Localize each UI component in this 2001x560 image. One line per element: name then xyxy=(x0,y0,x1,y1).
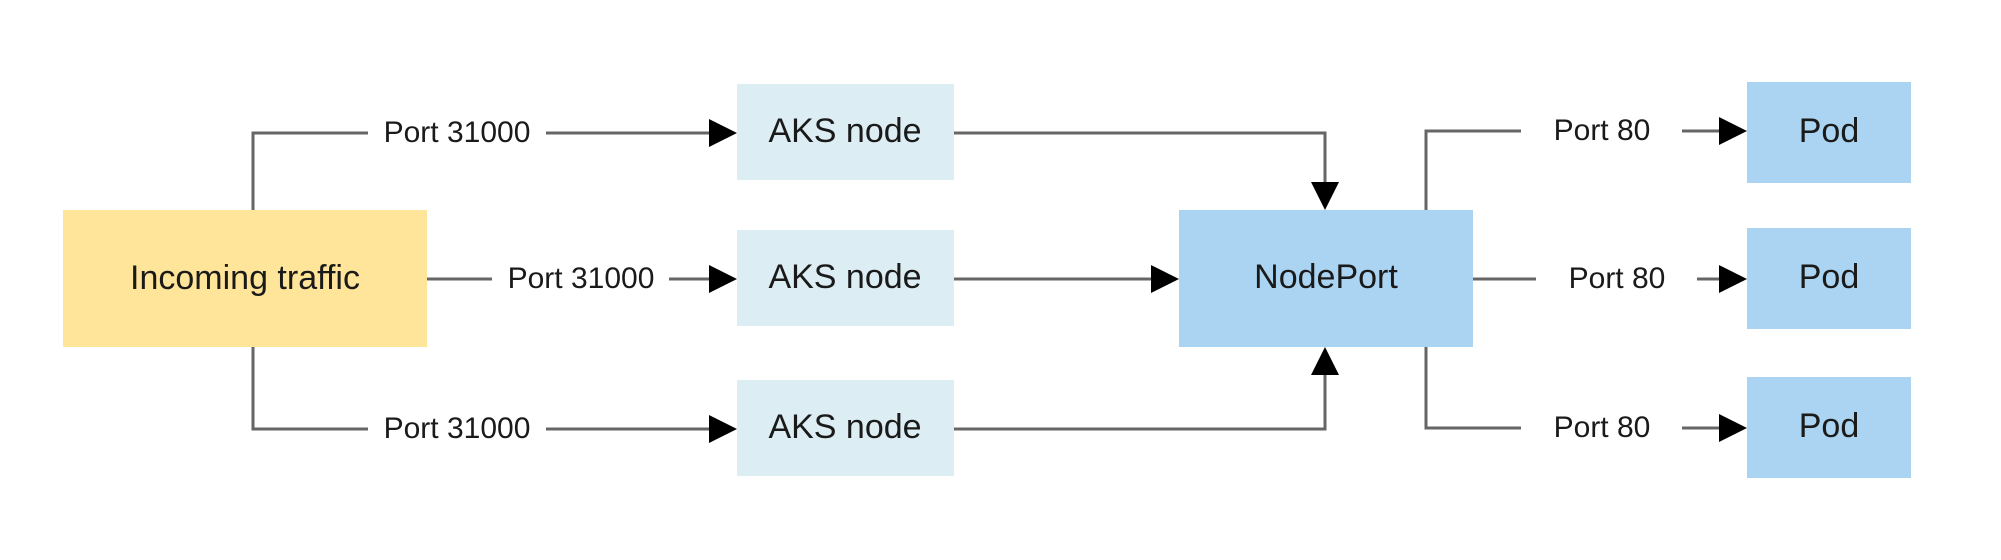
edge-label-port-80-bottom: Port 80 xyxy=(1554,411,1651,444)
node-aks-node-3-shape[interactable] xyxy=(737,380,954,476)
node-aks-node-1[interactable]: AKS node xyxy=(737,84,954,180)
edge-line xyxy=(954,369,1327,431)
node-pod-1[interactable]: Pod xyxy=(1747,82,1911,183)
edge-aks-node-3-to-nodeport xyxy=(954,347,1339,431)
arrow-head-icon xyxy=(709,415,737,443)
edge-label-backdrop xyxy=(1537,262,1697,296)
edge-incoming-to-aks-node-1: Port 31000 xyxy=(251,116,737,210)
edge-label-port-31000-bottom: Port 31000 xyxy=(384,412,531,445)
edge-nodeport-to-pod-3: Port 80 xyxy=(1424,347,1747,445)
edge-label-backdrop xyxy=(493,262,669,296)
node-aks-node-3[interactable]: AKS node xyxy=(737,380,954,476)
arrow-head-icon xyxy=(1719,414,1747,442)
node-pod-1-shape[interactable] xyxy=(1747,82,1911,183)
edge-label-port-31000-middle: Port 31000 xyxy=(508,262,655,295)
edge-label-backdrop xyxy=(370,116,546,150)
edge-line xyxy=(954,131,1327,188)
node-pod-1-label: Pod xyxy=(1799,112,1860,150)
node-aks-node-1-shape[interactable] xyxy=(737,84,954,180)
arrow-head-icon xyxy=(1719,265,1747,293)
node-pod-2-label: Pod xyxy=(1799,258,1860,296)
arrow-head-icon xyxy=(709,119,737,147)
edge-aks-node-1-to-nodeport xyxy=(954,131,1339,210)
arrow-head-icon xyxy=(1151,265,1179,293)
edge-label-port-80-middle: Port 80 xyxy=(1569,262,1666,295)
edge-line xyxy=(251,131,368,210)
edge-label-backdrop xyxy=(370,412,546,446)
node-incoming-traffic[interactable]: Incoming traffic xyxy=(63,210,427,347)
node-aks-node-2-label: AKS node xyxy=(768,258,921,296)
node-pod-3-shape[interactable] xyxy=(1747,377,1911,478)
edge-incoming-to-aks-node-2: Port 31000 xyxy=(427,262,737,296)
edge-nodeport-to-pod-2: Port 80 xyxy=(1473,262,1747,296)
edge-label-port-80-top: Port 80 xyxy=(1554,114,1651,147)
node-aks-node-3-label: AKS node xyxy=(768,408,921,446)
node-pod-3-label: Pod xyxy=(1799,407,1860,445)
node-pod-2[interactable]: Pod xyxy=(1747,228,1911,329)
edge-label-port-31000-top: Port 31000 xyxy=(384,116,531,149)
node-incoming-traffic-label: Incoming traffic xyxy=(130,259,360,297)
arrow-head-icon xyxy=(1311,182,1339,210)
node-incoming-traffic-shape[interactable] xyxy=(63,210,427,347)
arrow-head-icon xyxy=(1719,117,1747,145)
node-pod-2-shape[interactable] xyxy=(1747,228,1911,329)
edge-label-backdrop xyxy=(1522,114,1682,148)
edge-aks-node-2-to-nodeport xyxy=(954,265,1179,293)
edge-line xyxy=(1424,129,1521,210)
node-pod-3[interactable]: Pod xyxy=(1747,377,1911,478)
edge-nodeport-to-pod-1: Port 80 xyxy=(1424,114,1747,210)
edge-incoming-to-aks-node-3: Port 31000 xyxy=(251,347,737,446)
node-aks-node-2[interactable]: AKS node xyxy=(737,230,954,326)
node-nodeport-shape[interactable] xyxy=(1179,210,1473,347)
edge-line xyxy=(251,347,368,431)
arrow-head-icon xyxy=(1311,347,1339,375)
node-aks-node-1-label: AKS node xyxy=(768,112,921,150)
node-aks-node-2-shape[interactable] xyxy=(737,230,954,326)
edge-line xyxy=(1424,347,1521,430)
edge-label-backdrop xyxy=(1522,411,1682,445)
node-nodeport[interactable]: NodePort xyxy=(1179,210,1473,347)
arrow-head-icon xyxy=(709,265,737,293)
node-nodeport-label: NodePort xyxy=(1254,258,1398,296)
